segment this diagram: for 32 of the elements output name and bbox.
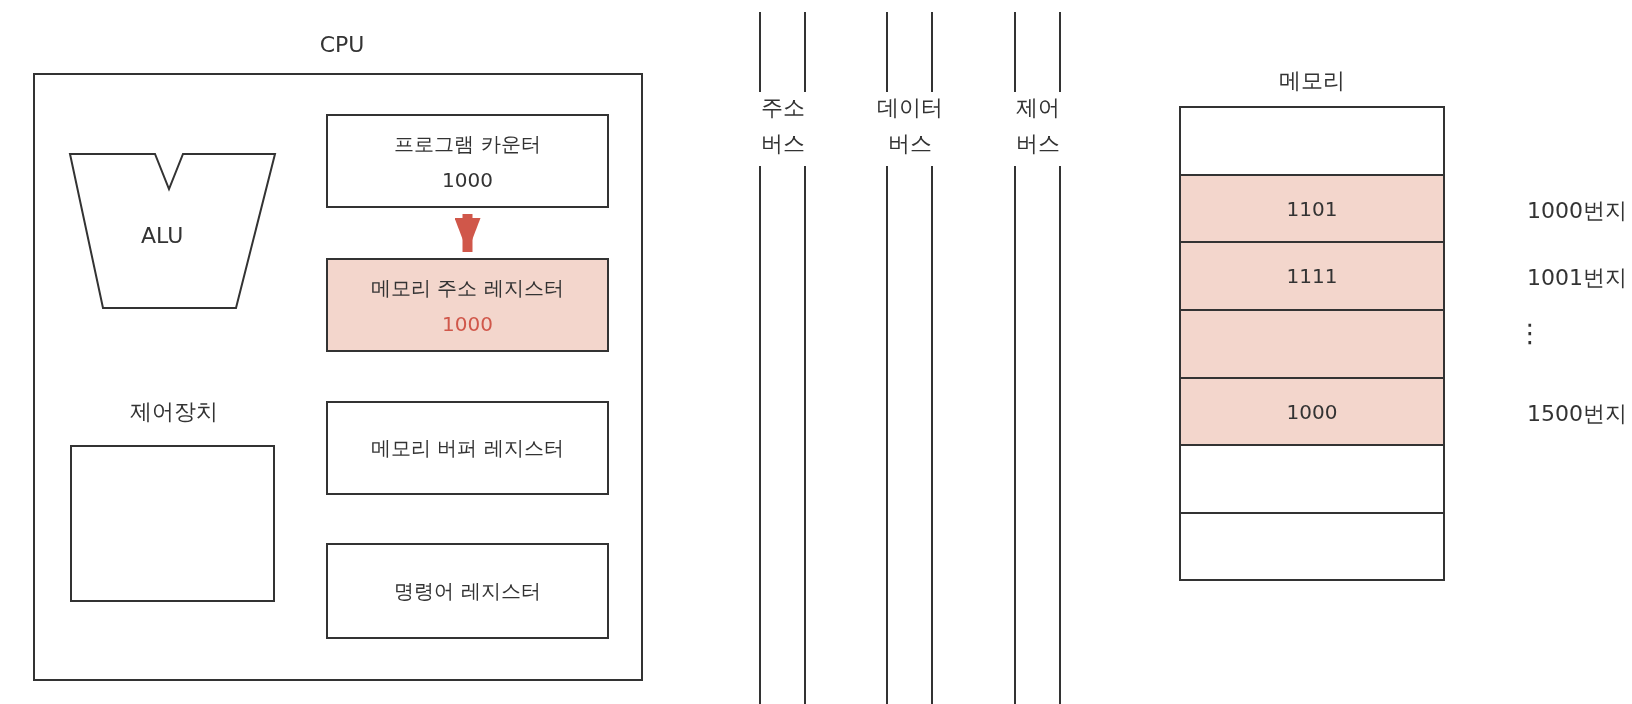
register-box [326,258,609,352]
memory-cell [1179,377,1445,446]
register-value: 1000 [442,167,493,192]
memory-cell [1179,241,1445,311]
register-box [326,401,609,495]
cell-value: 1111 [1286,264,1338,288]
ellipsis-mark: ⋮ [1517,318,1543,348]
register-box [326,543,609,639]
register-name: 프로그램 카운터 [394,130,541,158]
address-label: 1500번지 [1527,399,1627,428]
bus-label: 제어 버스 [1014,94,1061,158]
register-name: 명령어 레지스터 [394,577,541,605]
heading-text: CPU [319,32,365,57]
address-label: 1001번지 [1527,264,1627,292]
unit-label: ALU [141,223,184,248]
arrow [454,214,481,252]
bus-label: 데이터 버스 [875,94,944,158]
register-name: 메모리 버퍼 레지스터 [371,434,564,462]
register-box [326,114,609,208]
cell-value: 1101 [1286,196,1338,221]
heading-text: 메모리 [1279,67,1345,95]
memory-cell [1179,174,1445,243]
register-value: 1000 [442,311,493,336]
register-name: 메모리 주소 레지스터 [371,274,564,302]
memory-cell [1179,106,1445,176]
address-label: 1000번지 [1527,196,1627,225]
memory-cell [1179,512,1445,581]
cell-value: 1000 [1286,399,1338,424]
heading-text: 제어장치 [130,398,218,426]
memory-cell [1179,444,1445,514]
bus-label: 주소 버스 [759,94,806,158]
memory-cell [1179,309,1445,379]
